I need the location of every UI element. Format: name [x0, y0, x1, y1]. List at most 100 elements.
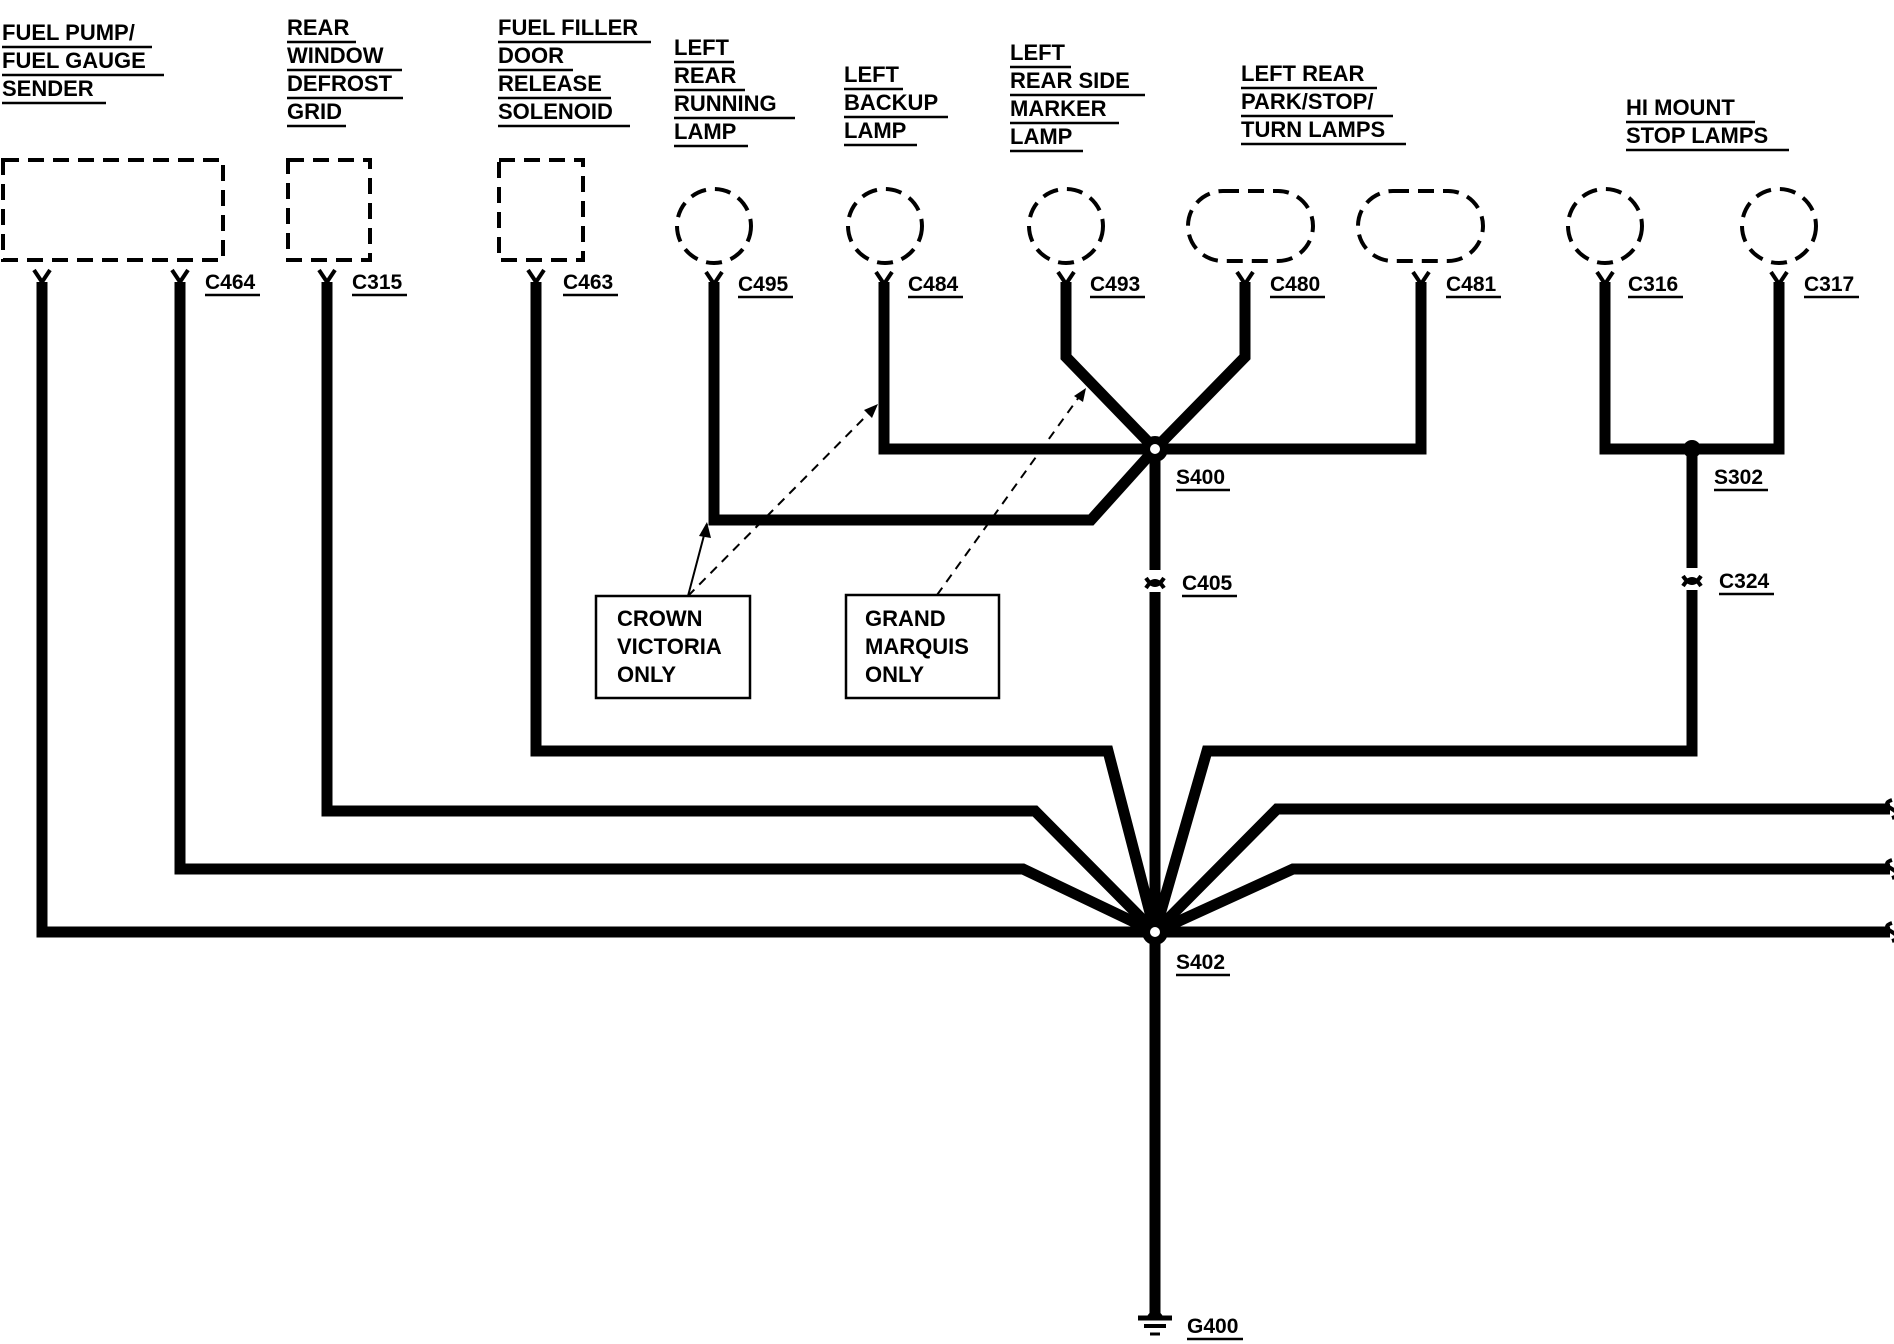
connector-label-c464: C464 [205, 271, 256, 294]
terminal-c316 [1595, 270, 1615, 288]
connector-label-c317: C317 [1804, 273, 1854, 296]
splice-label-s402: S402 [1176, 951, 1225, 974]
wire-rear-defrost [321, 282, 1159, 936]
wire-hi-mount-2 [1692, 282, 1785, 455]
wire-running [708, 282, 1160, 526]
label-left-rear-park-stop-turn-lamps: LEFT REAR PARK/STOP/ TURN LAMPS [1241, 61, 1406, 146]
wire-park-2 [1155, 282, 1427, 455]
continuation-end-1 [1885, 798, 1894, 820]
fuel-pump-sender-component [1, 158, 225, 262]
side-marker-lamp-bulb [1027, 187, 1105, 265]
note-line: CROWN [617, 606, 703, 631]
label-line: MARKER [1010, 96, 1107, 121]
ground-symbol-icon [1138, 1310, 1172, 1336]
ground-label-g400: G400 [1187, 1315, 1238, 1338]
note-line: VICTORIA [617, 634, 722, 659]
terminal-c317 [1769, 270, 1789, 288]
note-line: GRAND [865, 606, 946, 631]
continuation-end-2 [1885, 858, 1894, 880]
wire-fuel-door [530, 282, 1161, 934]
note-pointers [687, 388, 1086, 597]
connector-label-c493: C493 [1090, 273, 1140, 296]
label-line: REAR [674, 63, 736, 88]
fuel-door-solenoid-component [497, 158, 585, 262]
label-line: REAR SIDE [1010, 68, 1130, 93]
wire-right-3 [1151, 803, 1890, 936]
note-crown-victoria-only: CROWN VICTORIA ONLY [594, 594, 752, 700]
wire-s302-lower [1149, 590, 1698, 934]
backup-lamp-bulb [846, 187, 924, 265]
label-line: BACKUP [844, 90, 938, 115]
terminal-c480 [1235, 270, 1255, 288]
note-line: MARQUIS [865, 634, 969, 659]
connector-label-c405: C405 [1182, 572, 1233, 595]
label-fuel-pump-sender: FUEL PUMP/ FUEL GAUGE SENDER [2, 20, 164, 105]
label-line: LEFT [674, 35, 730, 60]
pointer-crown-backup [687, 405, 877, 597]
rear-defrost-grid-component [286, 158, 372, 262]
note-line: ONLY [865, 662, 924, 687]
label-left-rear-side-marker-lamp: LEFT REAR SIDE MARKER LAMP [1010, 40, 1145, 153]
note-grand-marquis-only: GRAND MARQUIS ONLY [844, 593, 1001, 700]
wire-park-1 [1151, 282, 1251, 453]
label-line: LAMP [674, 119, 736, 144]
label-line: FUEL FILLER [498, 15, 638, 40]
label-line: LAMP [1010, 124, 1072, 149]
note-line: ONLY [617, 662, 676, 687]
label-rear-window-defrost-grid: REAR WINDOW DEFROST GRID [287, 15, 403, 128]
label-line: LEFT REAR [1241, 61, 1365, 86]
wire-right-2 [1152, 863, 1890, 938]
label-line: REAR [287, 15, 349, 40]
label-line: DEFROST [287, 71, 393, 96]
wire-backup [878, 282, 1155, 455]
label-line: WINDOW [287, 43, 384, 68]
wire-fuel-pump-1 [36, 282, 1155, 938]
terminal-c315 [317, 268, 337, 286]
label-line: SOLENOID [498, 99, 613, 124]
connector-label-c495: C495 [738, 273, 789, 296]
splice-labels: S400 S302 S402 [1176, 466, 1768, 977]
wire-fuel-pump-2 [174, 282, 1158, 937]
label-line: FUEL GAUGE [2, 48, 146, 73]
label-line: LEFT [844, 62, 900, 87]
park-stop-turn-lamp-bulb-1 [1186, 189, 1315, 263]
terminal-c464-b [170, 268, 190, 286]
hi-mount-stop-lamp-bulb-1 [1566, 187, 1644, 265]
label-line: LAMP [844, 118, 906, 143]
label-left-backup-lamp: LEFT BACKUP LAMP [844, 62, 948, 147]
label-line: FUEL PUMP/ [2, 20, 135, 45]
park-stop-turn-lamp-bulb-2 [1356, 189, 1485, 263]
splice-label-s302: S302 [1714, 466, 1763, 489]
pointer-grand-marker [936, 389, 1085, 596]
connector-label-c484: C484 [908, 273, 959, 296]
connector-label-c463: C463 [563, 271, 613, 294]
terminal-c481 [1411, 270, 1431, 288]
splice-s302 [1683, 440, 1701, 458]
terminal-c493 [1056, 270, 1076, 288]
connector-terminals [32, 268, 1789, 590]
terminal-c495 [704, 270, 724, 288]
connector-label-c315: C315 [352, 271, 403, 294]
label-line: PARK/STOP/ [1241, 89, 1373, 114]
terminal-c464-a [32, 268, 52, 286]
connector-label-c481: C481 [1446, 273, 1497, 296]
connector-label-c316: C316 [1628, 273, 1678, 296]
label-line: SENDER [2, 76, 94, 101]
label-line: HI MOUNT [1626, 95, 1735, 120]
hi-mount-stop-lamp-bulb-2 [1740, 187, 1818, 265]
wire-hi-mount-1 [1599, 282, 1692, 455]
splice-label-s400: S400 [1176, 466, 1225, 489]
ground-wires [36, 282, 1890, 1318]
label-fuel-filler-door-release-solenoid: FUEL FILLER DOOR RELEASE SOLENOID [498, 15, 651, 128]
rear-running-lamp-bulb [675, 187, 753, 265]
label-line: LEFT [1010, 40, 1066, 65]
continuation-end-3 [1885, 921, 1894, 943]
label-line: RELEASE [498, 71, 602, 96]
inline-connector-c324 [1681, 574, 1703, 588]
label-line: DOOR [498, 43, 564, 68]
label-line: GRID [287, 99, 342, 124]
terminal-c463 [526, 268, 546, 286]
label-hi-mount-stop-lamps: HI MOUNT STOP LAMPS [1626, 95, 1789, 152]
connector-label-c324: C324 [1719, 570, 1770, 593]
